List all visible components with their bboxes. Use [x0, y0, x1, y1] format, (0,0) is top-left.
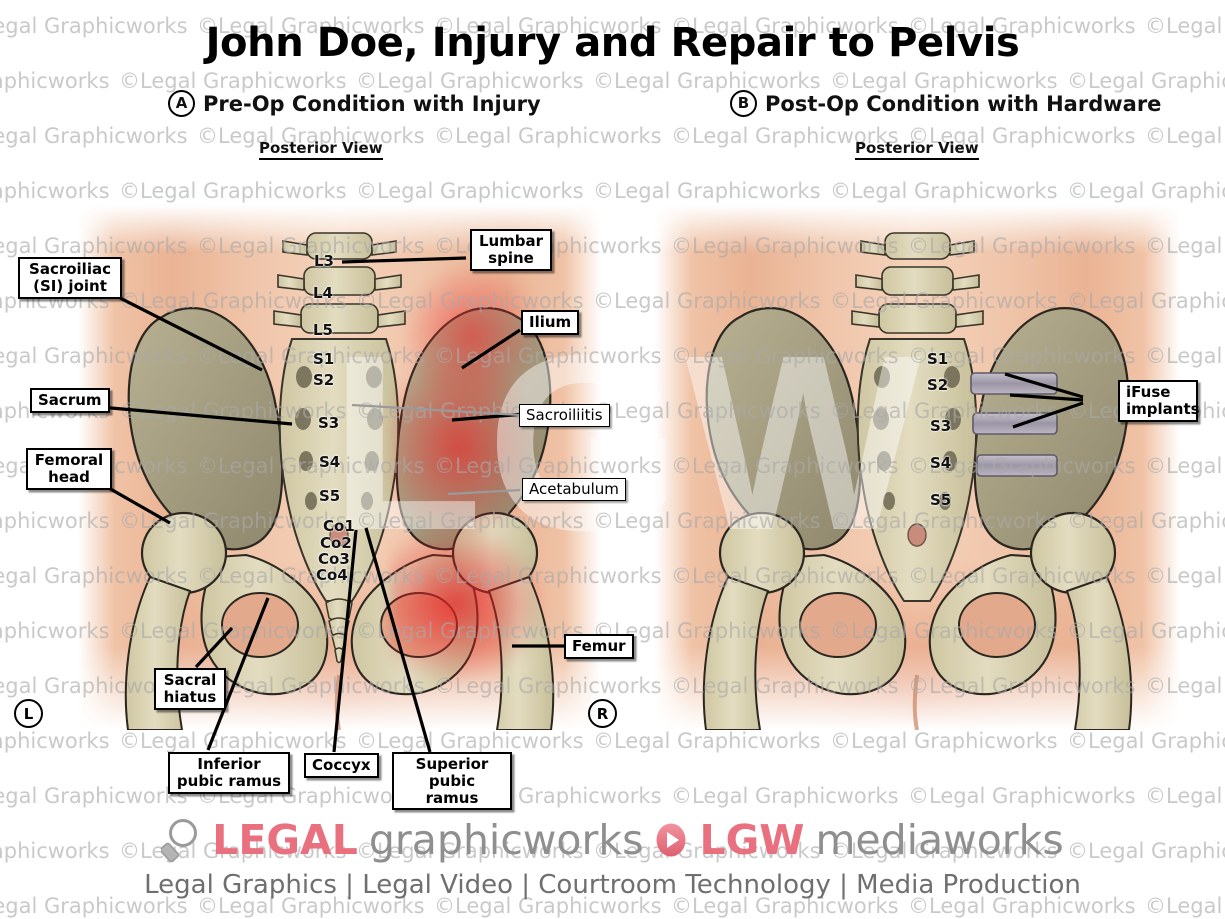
watermark-row: ©Legal Graphicworks ©Legal Graphicworks ©L…: [0, 729, 1225, 753]
watermark-text: ©Legal Graphicworks: [434, 124, 662, 148]
watermark-row: ©Legal Graphicworks ©Legal Graphicworks ©L…: [0, 179, 1225, 203]
vertebra-label-s3-a: S3: [318, 414, 340, 432]
label-ilium: Ilium: [521, 310, 580, 335]
watermark-row: ©Legal Graphicworks ©Legal Graphicworks ©L…: [0, 124, 1225, 148]
vertebra-label-s5-a: S5: [319, 487, 341, 505]
vertebra-label-l5-a: L5: [313, 321, 333, 339]
watermark-text: ©Legal Graphicworks: [356, 729, 584, 753]
watermark-text: ©Legal Graphicworks: [356, 179, 584, 203]
vertebra-label-l4-a: L4: [313, 284, 333, 302]
panel-b-badge: B: [730, 90, 757, 117]
vertebra-label-s2-a: S2: [313, 371, 335, 389]
footer-branding: LEGAL graphicworks LGW mediaworks Legal …: [0, 812, 1225, 900]
panel-a-view-label: Posterior View: [259, 139, 383, 160]
vertebra-label-s2-b: S2: [927, 376, 949, 394]
watermark-text: ©Legal Graphicworks: [671, 784, 899, 808]
watermark-text: ©Legal Graphicworks: [908, 784, 1136, 808]
ifuse-implant-group: [970, 372, 1058, 477]
label-lumbar-spine: Lumbar spine: [470, 229, 552, 271]
watermark-text: ©Legal Graphicworks: [1067, 729, 1225, 753]
watermark-text: ©Legal Graphicworks: [0, 729, 110, 753]
brand-graphicworks: graphicworks: [368, 815, 644, 864]
watermark-text: ©Legal Graphicworks: [830, 729, 1058, 753]
orientation-marker-left: L: [14, 699, 43, 728]
footer-tagline: Legal Graphics | Legal Video | Courtroom…: [144, 870, 1081, 900]
watermark-text: ©Legal Graphicworks: [593, 179, 821, 203]
label-sacroiliac-joint: Sacroiliac (SI) joint: [18, 257, 122, 299]
watermark-text: ©Legal Graphicworks: [119, 179, 347, 203]
vertebra-label-s1-a: S1: [313, 350, 335, 368]
vertebra-label-co4-a: Co4: [316, 566, 348, 584]
label-femoral-head: Femoral head: [26, 448, 112, 490]
label-superior-pubic-ramus: Superior pubic ramus: [392, 752, 512, 811]
vertebra-label-co1-a: Co1: [323, 517, 355, 535]
play-circle-icon: [656, 823, 686, 857]
panel-a-heading: A Pre-Op Condition with Injury: [168, 90, 541, 117]
anatomy-image-post-op: [655, 205, 1180, 730]
watermark-text: ©Legal Graphicworks: [0, 179, 110, 203]
vertebra-label-s1-b: S1: [927, 350, 949, 368]
vertebra-label-s3-b: S3: [930, 417, 952, 435]
brand-mediaworks: mediaworks: [815, 815, 1064, 864]
vertebra-label-s4-b: S4: [930, 454, 952, 472]
label-inferior-pubic-ramus: Inferior pubic ramus: [168, 752, 290, 794]
watermark-text: ©Legal Graphicworks: [593, 729, 821, 753]
vertebra-label-s5-b: S5: [930, 491, 952, 509]
watermark-text: ©Legal Graphicworks: [0, 69, 110, 93]
vertebra-label-s4-a: S4: [319, 453, 341, 471]
panel-a-heading-text: Pre-Op Condition with Injury: [203, 91, 541, 116]
label-coccyx: Coccyx: [304, 753, 379, 778]
brand-lgw: LGW: [699, 815, 805, 864]
pelvis-anatomy-b: [702, 232, 1133, 730]
page-title: John Doe, Injury and Repair to Pelvis: [205, 20, 1020, 66]
watermark-text: ©Legal Graphicworks: [0, 124, 188, 148]
watermark-text: ©Legal Graphicworks: [1067, 179, 1225, 203]
panel-b-heading-text: Post-Op Condition with Hardware: [765, 91, 1162, 116]
panel-b-heading: B Post-Op Condition with Hardware: [730, 90, 1161, 117]
watermark-text: ©Legal Graphicworks: [119, 729, 347, 753]
label-sacral-hiatus: Sacral hiatus: [154, 668, 226, 710]
orientation-marker-right: R: [588, 699, 617, 728]
watermark-text: ©Legal Graphicworks: [1145, 784, 1225, 808]
brand-row: LEGAL graphicworks LGW mediaworks: [0, 812, 1225, 868]
label-sacrum: Sacrum: [30, 388, 110, 413]
label-femur: Femur: [564, 634, 634, 659]
panel-b-view-label: Posterior View: [855, 139, 979, 160]
magnifier-icon: [161, 819, 198, 862]
brand-legal: LEGAL: [212, 815, 358, 864]
label-acetabulum: Acetabulum: [522, 478, 626, 501]
watermark-text: ©Legal Graphicworks: [830, 179, 1058, 203]
vertebra-label-l3-a: L3: [314, 252, 334, 270]
label-sacroiliitis: Sacroiliitis: [519, 404, 610, 427]
panel-a-badge: A: [168, 90, 195, 117]
watermark-text: ©Legal Graphicworks: [1145, 124, 1225, 148]
label-ifuse-implants: iFuse implants: [1118, 380, 1200, 422]
